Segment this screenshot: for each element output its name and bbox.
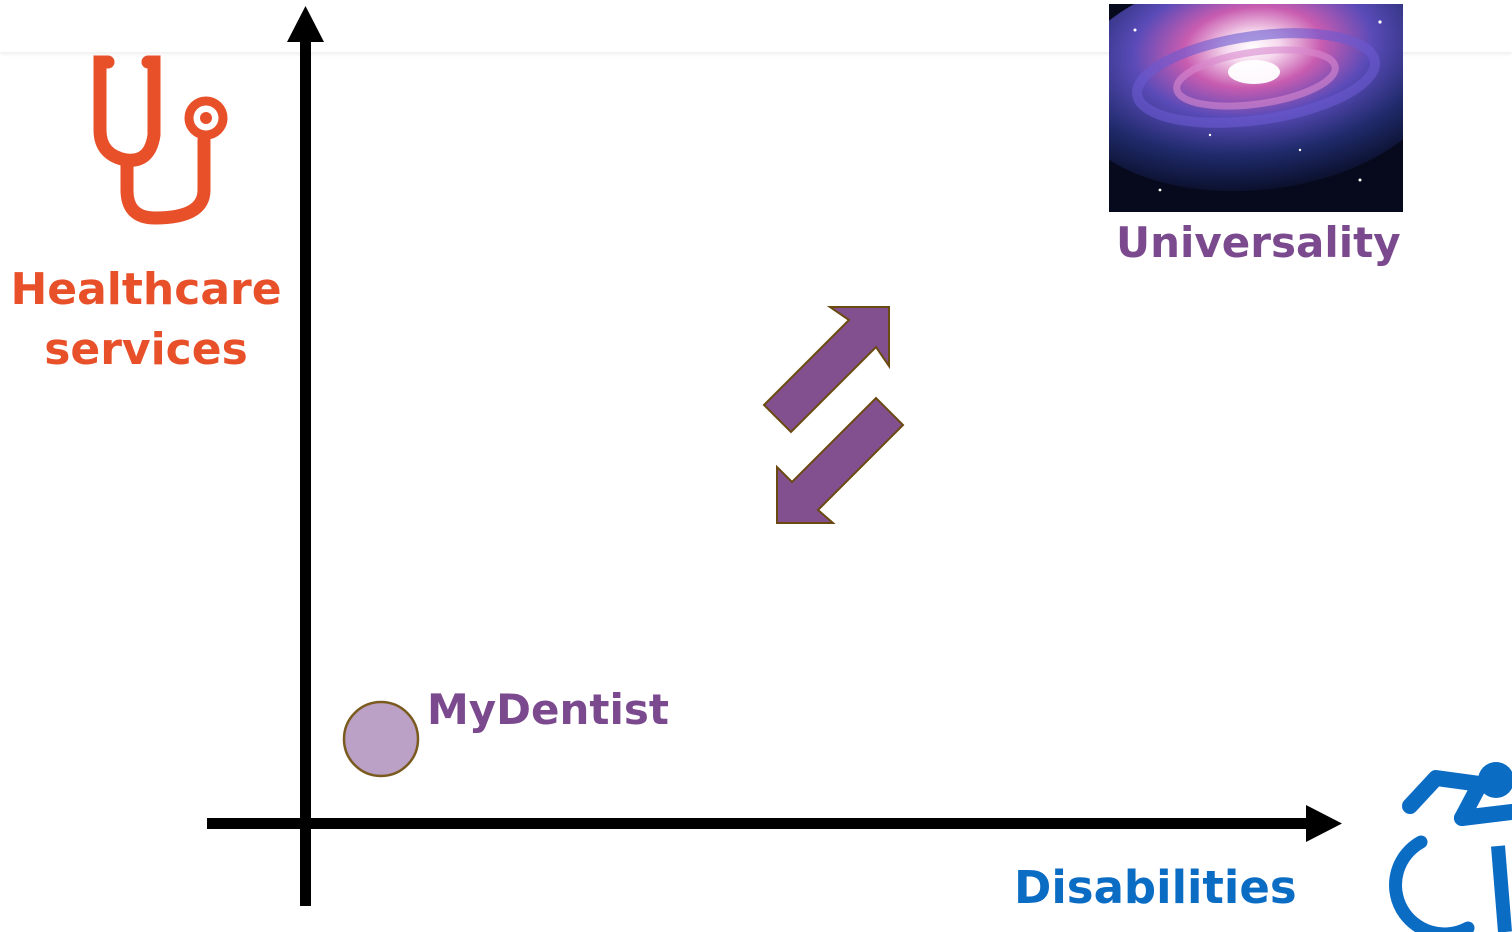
mydentist-label: MyDentist — [427, 682, 669, 738]
accessibility-wheelchair-icon — [1396, 762, 1512, 932]
universality-label: Universality — [1116, 214, 1401, 272]
galaxy-image — [1056, 0, 1457, 212]
y-axis-title-line2: services — [0, 320, 292, 380]
bidirectional-arrows — [764, 307, 903, 523]
y-axis-arrowhead — [287, 6, 324, 42]
x-axis-arrowhead — [1306, 805, 1342, 842]
y-axis-title-line1: Healthcare — [0, 260, 292, 320]
y-axis-title: Healthcare services — [0, 260, 292, 380]
mydentist-dot — [344, 702, 418, 776]
x-axis — [207, 805, 1342, 842]
y-axis — [287, 6, 324, 906]
x-axis-title: Disabilities — [1014, 858, 1297, 918]
stethoscope-icon — [100, 62, 223, 218]
